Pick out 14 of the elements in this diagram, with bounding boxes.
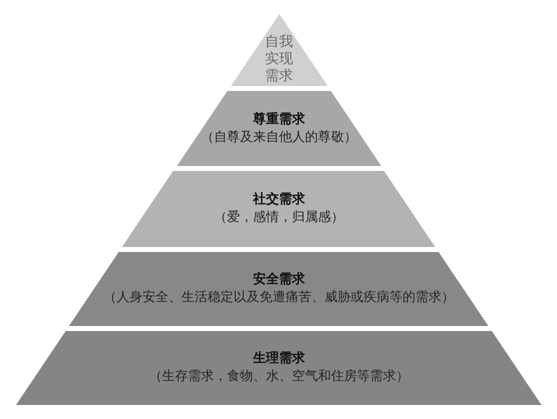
level-title: 安全需求 (252, 271, 305, 289)
level-label: 自我实现需求 (264, 34, 294, 84)
level-title: 社交需求 (252, 191, 305, 209)
level-title: 生理需求 (252, 350, 305, 368)
pyramid-level (69, 252, 489, 326)
pyramid-level (122, 171, 436, 247)
level-title: 尊重需求 (252, 110, 305, 128)
level-description: （人身安全、生活稳定以及免遭痛苦、威胁或疾病等的需求） (103, 289, 454, 307)
pyramid-level (16, 331, 542, 405)
pyramid-level (176, 91, 382, 166)
level-description: （自尊及来自他人的尊敬） (200, 128, 357, 146)
level-description: （生存需求，食物、水、空气和住房等需求） (148, 368, 409, 386)
pyramid-apex (230, 14, 328, 86)
level-description: （爱，感情，归属感） (214, 209, 344, 227)
